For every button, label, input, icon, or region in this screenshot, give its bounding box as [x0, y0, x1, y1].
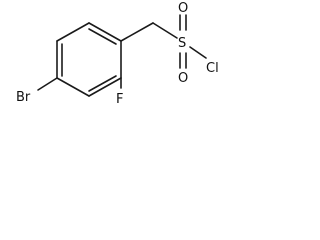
structure-diagram: Br F S O O Cl	[0, 0, 234, 112]
bromine-label: Br	[16, 90, 31, 105]
ring-bond-3	[88, 77, 122, 97]
molecule-svg: Br F S O O Cl	[16, 1, 219, 107]
ring-bond-4	[56, 77, 90, 97]
ring-double-bond-1	[88, 28, 117, 45]
benzene-ring	[56, 22, 122, 97]
ring-bond-1	[88, 22, 122, 42]
oxygen-top-label: O	[178, 1, 188, 16]
chlorine-label: Cl	[206, 61, 219, 76]
sulfur-label: S	[178, 36, 186, 51]
sulfur-chlorine-bond	[189, 46, 207, 59]
methylene-bond	[120, 22, 154, 42]
carbon-sulfur-bond	[152, 22, 178, 39]
oxygen-bottom-label: O	[178, 71, 188, 86]
fluorine-label: F	[116, 92, 123, 107]
bromine-bond	[37, 77, 58, 91]
ring-double-bond-2	[88, 75, 117, 92]
ring-bond-6	[56, 22, 90, 42]
